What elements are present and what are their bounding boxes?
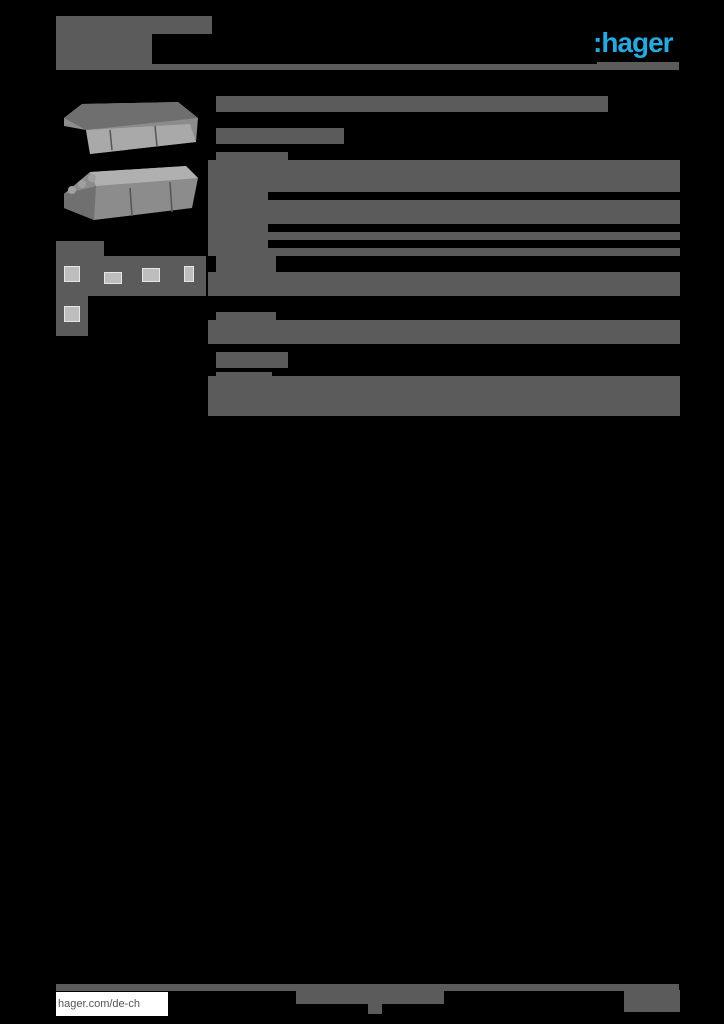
info-icon	[64, 306, 80, 322]
hager-logo: :hager	[593, 27, 674, 58]
spec-table-3-row	[208, 320, 680, 344]
product-subtitle	[216, 128, 344, 144]
spec-table-1-row-2	[208, 200, 680, 224]
logo-underline	[597, 62, 679, 65]
certification-icon	[64, 266, 80, 282]
footer-url-link[interactable]: hager.com/de-ch	[56, 992, 168, 1016]
footer-rule	[56, 984, 679, 991]
footer-center-text	[296, 990, 444, 1004]
header-rule	[56, 64, 679, 70]
spec-table-4-row	[208, 376, 680, 416]
footer-center-marker	[368, 1004, 382, 1014]
product-title	[216, 96, 608, 112]
spec-table-2-row	[208, 272, 680, 296]
spec-table-1-row-4	[208, 248, 680, 256]
product-cover-image	[64, 102, 198, 154]
mounting-icon	[142, 268, 160, 282]
footer-page-info	[624, 990, 680, 1012]
product-base-image	[64, 166, 198, 220]
spec-table-4-subheading	[216, 372, 272, 378]
spec-section-2-heading	[216, 256, 276, 272]
spec-table-1-row-1	[208, 160, 680, 192]
spec-section-4-heading	[216, 352, 288, 368]
spec-table-1-row-3	[208, 232, 680, 240]
icon-panel	[56, 256, 206, 296]
accessory-icon	[184, 266, 194, 282]
header-title-line-1	[56, 16, 212, 34]
dimension-icon	[104, 272, 122, 284]
spec-section-3-heading	[216, 312, 276, 322]
header-title-line-2	[56, 34, 152, 64]
